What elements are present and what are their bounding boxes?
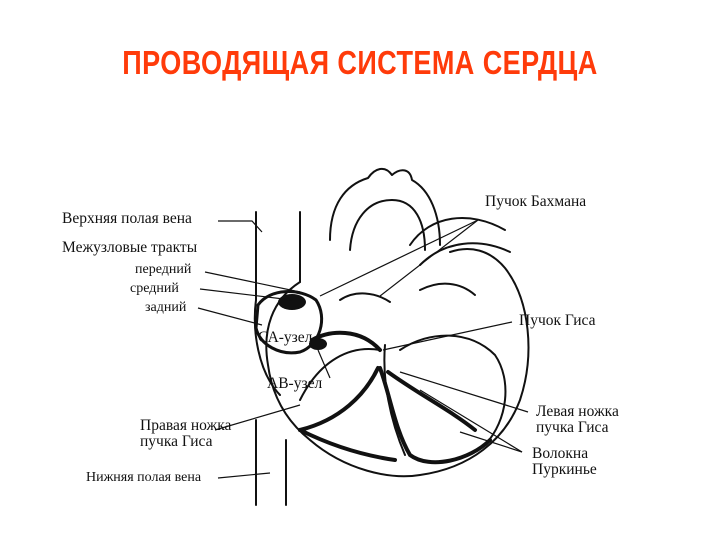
left-bundle-branch — [378, 366, 492, 465]
label-left-bundle-branch-1: Левая ножка — [536, 403, 619, 420]
leader-bachmann-1 — [379, 219, 479, 297]
right-ventricle — [299, 348, 381, 401]
leader-purkinje-1 — [419, 389, 523, 453]
leader-his — [382, 321, 513, 351]
label-sa-node: СА-узел — [258, 329, 313, 346]
label-purkinje-fibers-1: Волокна — [532, 445, 589, 462]
heart-outline — [265, 248, 530, 478]
sa-node — [278, 294, 306, 310]
leader-middle — [199, 288, 293, 301]
label-purkinje-fibers-2: Пуркинье — [532, 461, 597, 478]
label-bundle-of-his: Пучок Гиса — [519, 312, 596, 329]
label-superior-vena-cava: Верхняя полая вена — [62, 210, 192, 227]
label-posterior-tract: задний — [145, 300, 187, 315]
av-node — [309, 338, 327, 350]
label-left-bundle-branch-2: пучка Гиса — [536, 419, 609, 436]
aorta — [329, 167, 441, 246]
page-title: ПРОВОДЯЩАЯ СИСТЕМА СЕРДЦА — [122, 44, 598, 81]
leader-av — [317, 349, 331, 379]
sa-node-ring — [254, 290, 324, 355]
right-atrium — [253, 299, 281, 396]
purkinje-fibers — [298, 370, 477, 462]
superior-vena-cava — [255, 211, 301, 301]
leader-svc — [218, 220, 263, 233]
leader-purkinje-2 — [459, 431, 523, 453]
label-right-bundle-branch-2: пучка Гиса — [140, 433, 213, 450]
label-right-bundle-branch-1: Правая ножка — [140, 417, 232, 434]
label-bachmann-bundle: Пучок Бахмана — [485, 193, 587, 210]
leader-left-bundle — [399, 371, 529, 413]
right-bundle-branch — [298, 366, 380, 432]
label-internodal-tracts: Межузловые тракты — [62, 239, 198, 256]
label-anterior-tract: передний — [135, 262, 192, 277]
leader-ivc — [217, 472, 271, 479]
leader-right-bundle — [214, 404, 301, 431]
left-ventricle — [399, 334, 507, 446]
leader-posterior — [197, 307, 263, 326]
leader-anterior — [204, 271, 301, 293]
inferior-vena-cava — [255, 419, 287, 506]
leader-bachmann-2 — [319, 219, 479, 297]
bundle-of-his — [310, 330, 382, 352]
label-av-node: АВ-узел — [267, 375, 323, 392]
label-inferior-vena-cava: Нижняя полая вена — [86, 470, 202, 485]
label-middle-tract: средний — [130, 281, 179, 296]
